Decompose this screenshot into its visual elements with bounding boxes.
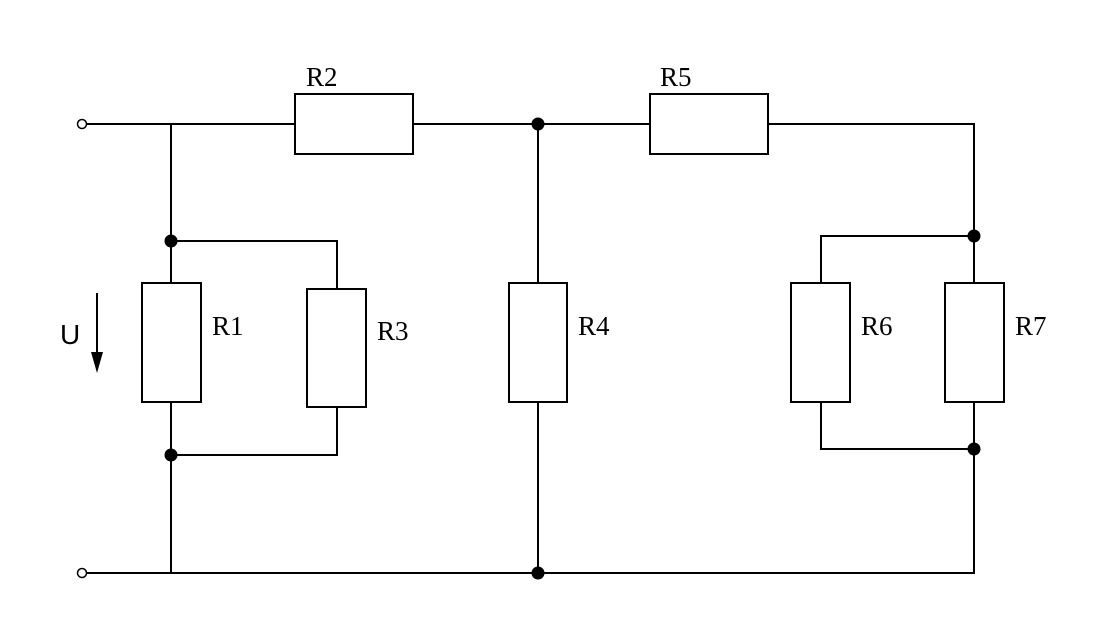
junction-node [531, 117, 545, 131]
resistor-label-r4: R4 [578, 311, 610, 341]
resistors [141, 93, 1005, 408]
junctions [164, 117, 981, 580]
wires [85, 123, 975, 574]
resistor-r7 [944, 282, 1005, 403]
resistor-r6 [790, 282, 851, 403]
wire-r6-top [820, 235, 975, 284]
junction-node [531, 566, 545, 580]
voltage-label: U [60, 319, 80, 350]
wire-r3-bottom [170, 406, 338, 456]
resistor-r4 [508, 282, 568, 403]
junction-node [164, 234, 178, 248]
resistor-label-r3: R3 [377, 316, 409, 346]
voltage-arrow-icon [91, 293, 103, 373]
resistor-label-r7: R7 [1015, 311, 1047, 341]
input-terminal-bottom [76, 567, 88, 579]
resistor-label-r5: R5 [660, 62, 692, 92]
wire-r6-bottom [820, 401, 975, 450]
resistor-r3 [306, 288, 367, 408]
wire-r3-top [170, 240, 338, 290]
input-terminal-top [76, 118, 88, 130]
resistor-label-r2: R2 [306, 62, 338, 92]
junction-node [967, 229, 981, 243]
junction-node [164, 448, 178, 462]
resistor-r1 [141, 282, 202, 403]
junction-node [967, 442, 981, 456]
resistor-r2 [294, 93, 414, 155]
resistor-label-r1: R1 [212, 311, 244, 341]
resistor-label-r6: R6 [861, 311, 893, 341]
resistor-r5 [649, 93, 769, 155]
